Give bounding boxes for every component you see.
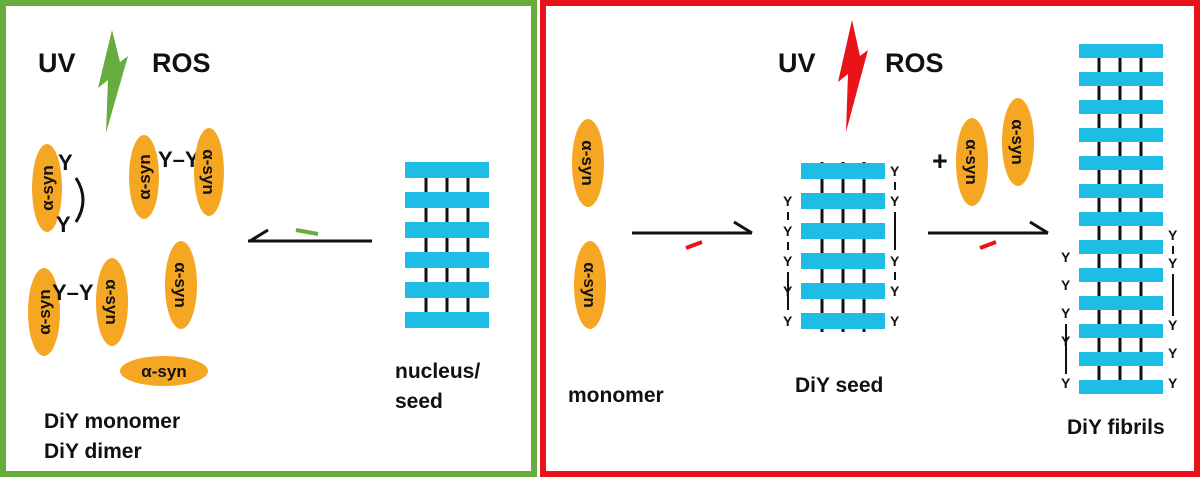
svg-text:Y: Y: [1168, 255, 1178, 271]
monomer-label: monomer: [568, 384, 664, 407]
forward-arrow: [632, 220, 753, 250]
plus-sign: +: [932, 146, 948, 176]
svg-text:α-syn: α-syn: [38, 165, 57, 210]
svg-text:α-syn: α-syn: [962, 139, 981, 184]
svg-text:Y: Y: [1168, 375, 1178, 391]
svg-text:α-syn: α-syn: [578, 140, 597, 185]
diy-fibrils-label: DiY fibrils: [1067, 416, 1165, 439]
svg-text:Y: Y: [890, 313, 900, 329]
syn-monomer: α-syn: [574, 241, 606, 329]
dityrosine-bond-label: Y–Y: [158, 147, 200, 172]
svg-text:Y: Y: [1061, 305, 1071, 321]
lightning-bolt-icon: [838, 20, 868, 132]
dityrosine-bond-label: Y–Y: [52, 280, 94, 305]
syn-monomer: α-syn: [28, 268, 60, 356]
uv-label: UV: [778, 48, 816, 78]
svg-text:Y: Y: [783, 253, 793, 269]
svg-text:Y: Y: [1168, 227, 1178, 243]
syn-monomer: α-syn: [129, 135, 159, 219]
forward-arrow: [928, 220, 1049, 250]
syn-monomer: α-syn: [120, 356, 208, 386]
crosslink-bond: [74, 177, 85, 223]
diy-fibrils-stack: Y Y Y Y Y Y Y Y Y Y: [1061, 44, 1178, 394]
seed-label: seed: [395, 390, 443, 413]
diy-seed-stack: Y Y Y Y Y Y Y Y Y Y: [783, 162, 900, 332]
svg-text:Y: Y: [783, 223, 793, 239]
tyrosine-label: Y: [58, 150, 73, 175]
diy-seed-label: DiY seed: [795, 374, 883, 397]
ros-label: ROS: [885, 48, 944, 78]
syn-monomer: α-syn: [956, 118, 988, 206]
syn-monomer: α-syn: [96, 258, 128, 346]
left-panel: UV ROS α-syn Y Y α-syn Y–Y α-syn α-syn Y…: [0, 0, 537, 477]
svg-text:Y: Y: [1061, 277, 1071, 293]
uv-label: UV: [38, 48, 76, 78]
nucleus-seed-stack: [405, 162, 489, 328]
svg-text:α-syn: α-syn: [102, 279, 121, 324]
svg-text:α-syn: α-syn: [1008, 119, 1027, 164]
equilibrium-arrow: [248, 228, 372, 243]
svg-text:α-syn: α-syn: [135, 154, 154, 199]
right-panel: UV ROS α-syn α-syn monomer: [540, 0, 1200, 477]
syn-monomer: α-syn: [165, 241, 197, 329]
svg-text:α-syn: α-syn: [35, 289, 54, 334]
svg-text:Y: Y: [890, 193, 900, 209]
svg-text:α-syn: α-syn: [171, 262, 190, 307]
ros-label: ROS: [152, 48, 211, 78]
svg-text:Y: Y: [783, 193, 793, 209]
svg-text:Y: Y: [1061, 249, 1071, 265]
syn-monomer: α-syn: [572, 119, 604, 207]
svg-text:α-syn: α-syn: [141, 362, 186, 381]
svg-text:Y: Y: [890, 163, 900, 179]
svg-text:α-syn: α-syn: [199, 149, 218, 194]
syn-monomer: α-syn: [32, 144, 62, 232]
svg-text:Y: Y: [890, 253, 900, 269]
syn-monomer: α-syn: [194, 128, 224, 216]
caption-diy-dimer: DiY dimer: [44, 440, 142, 463]
svg-text:α-syn: α-syn: [580, 262, 599, 307]
svg-text:Y: Y: [783, 313, 793, 329]
nucleus-label: nucleus/: [395, 360, 480, 383]
svg-text:Y: Y: [1168, 317, 1178, 333]
caption-diy-monomer: DiY monomer: [44, 410, 180, 433]
syn-monomer: α-syn: [1002, 98, 1034, 186]
svg-text:Y: Y: [1061, 375, 1071, 391]
svg-text:Y: Y: [1168, 345, 1178, 361]
left-panel-border: [0, 0, 537, 477]
tyrosine-label: Y: [56, 212, 71, 237]
lightning-bolt-icon: [98, 30, 128, 133]
right-panel-border: [540, 0, 1200, 477]
svg-text:Y: Y: [890, 283, 900, 299]
